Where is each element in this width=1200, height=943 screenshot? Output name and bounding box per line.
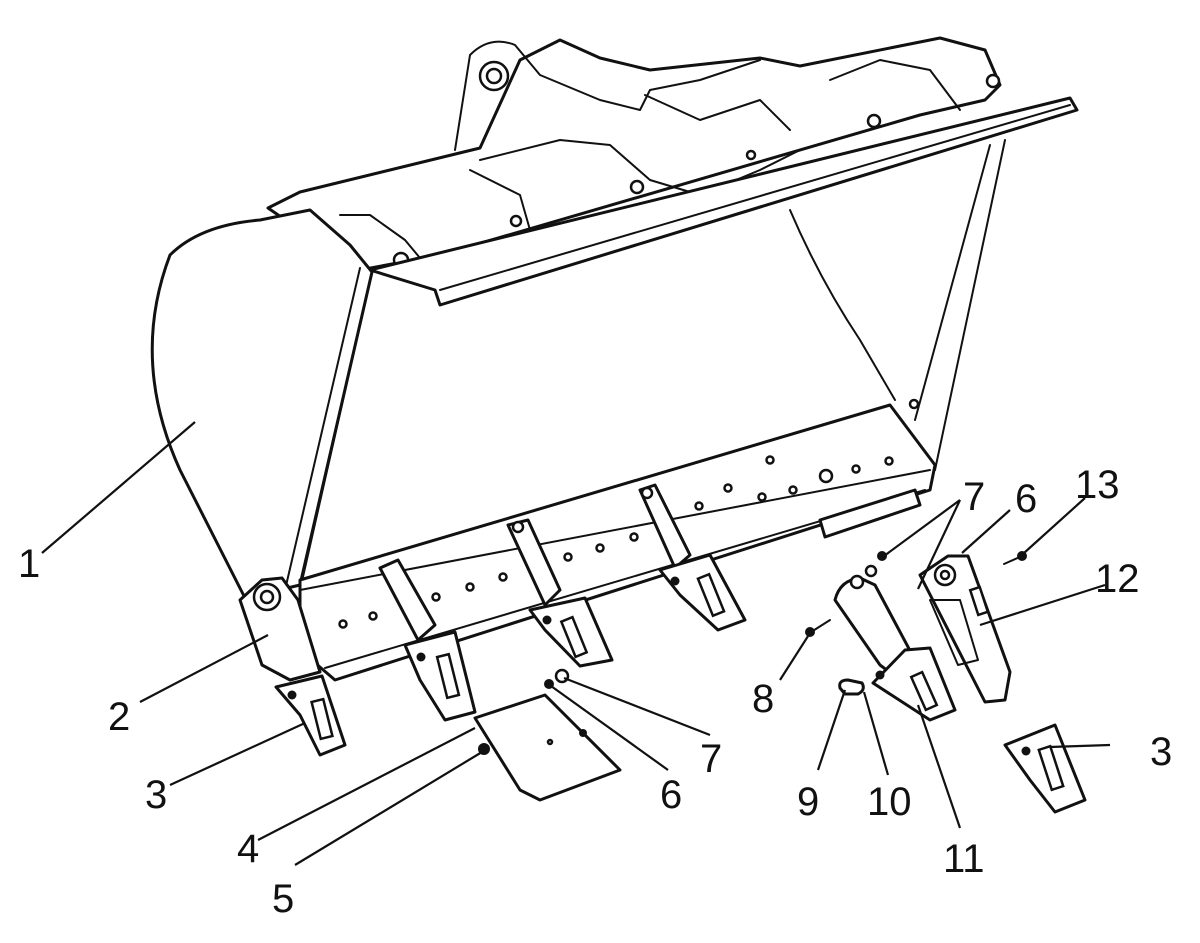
- callout-3-left: 3: [145, 773, 167, 817]
- callout-7-left: 7: [700, 737, 722, 781]
- loose-wear-plate: [473, 668, 622, 802]
- leader-lines: [41, 421, 1111, 866]
- callout-10: 10: [867, 780, 912, 824]
- callout-12: 12: [1095, 557, 1140, 601]
- callout-8: 8: [752, 677, 774, 721]
- callout-11: 11: [943, 837, 985, 881]
- corner-adapter: [238, 576, 322, 682]
- callout-6-right: 6: [1015, 477, 1037, 521]
- callout-4: 4: [237, 827, 259, 871]
- callout-5: 5: [272, 877, 294, 921]
- upper-mount-frame: [266, 36, 1002, 272]
- callout-6-left: 6: [660, 773, 682, 817]
- callout-7-right: 7: [963, 475, 985, 519]
- bucket-shell: [150, 139, 1006, 600]
- callout-13: 13: [1075, 463, 1120, 507]
- callout-3: 3: [1150, 730, 1172, 774]
- tooth-assemblies: [274, 483, 747, 757]
- callout-9: 9: [797, 780, 819, 824]
- callout-labels: 1 2 3 4 5 6 7 7 6 13 12 8 9 10 11 3: [18, 463, 1172, 921]
- callout-2: 2: [108, 695, 130, 739]
- exploded-tooth-set: [805, 551, 1087, 814]
- cutting-edge: [298, 403, 937, 682]
- top-lip-bar: [368, 96, 1079, 307]
- callout-1: 1: [18, 542, 40, 586]
